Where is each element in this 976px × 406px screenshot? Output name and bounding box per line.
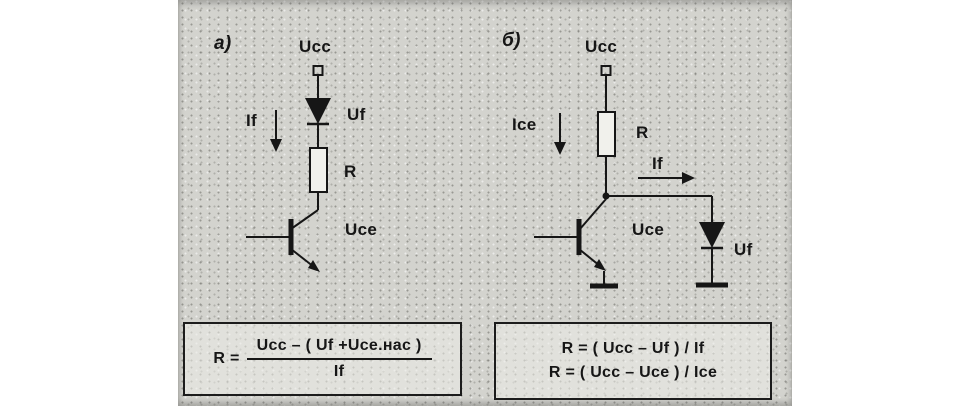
- diode-current-arrow-icon: [682, 172, 695, 184]
- formula-a-denominator: If: [333, 363, 345, 380]
- circuit-a-transistor-label: Uce: [345, 220, 378, 239]
- circuit-a-resistor-label: R: [344, 162, 357, 181]
- circuit-b-graphics: [534, 65, 728, 289]
- formula-a-numerator: Ucc – ( Uf +Uce.нас ): [246, 337, 432, 360]
- formula-b-line2: R = ( Ucc – Uce ) / Ice: [548, 364, 718, 381]
- formula-a-fraction: Ucc – ( Uf +Uce.нас ) If: [246, 337, 432, 381]
- circuit-a-label: a): [214, 33, 232, 54]
- formula-b-line1: R = ( Ucc – Uf ) / If: [561, 340, 705, 357]
- circuit-b-supply-label: Ucc: [585, 37, 618, 56]
- circuit-b-label: б): [502, 30, 521, 51]
- emitter-arrow-icon: [308, 260, 320, 272]
- formula-box-a: R = Ucc – ( Uf +Uce.нас ) If: [183, 322, 462, 396]
- transistor-collector: [579, 198, 607, 230]
- current-arrow-icon: [554, 142, 566, 155]
- diode-icon: [699, 222, 725, 248]
- circuit-b-diode-label: Uf: [734, 240, 753, 259]
- resistor-icon: [597, 111, 616, 157]
- supply-terminal-icon: [312, 65, 324, 76]
- transistor-emitter: [290, 248, 315, 268]
- circuit-a-supply-label: Ucc: [299, 37, 332, 56]
- supply-terminal-icon: [600, 65, 612, 76]
- circuit-b-diode-current-label: If: [652, 154, 663, 173]
- formula-a-prefix: R =: [213, 350, 240, 367]
- circuit-b-transistor-label: Uce: [632, 220, 665, 239]
- resistor-icon: [309, 147, 328, 193]
- emitter-arrow-icon: [594, 259, 606, 271]
- circuit-a-current-label: If: [246, 111, 257, 130]
- circuit-b-current-label: Ice: [512, 115, 537, 134]
- circuit-b-resistor-label: R: [636, 123, 649, 142]
- circuit-a-diode-label: Uf: [347, 105, 366, 124]
- transistor-collector: [290, 209, 319, 230]
- diode-icon: [305, 98, 331, 124]
- formula-box-b: R = ( Ucc – Uf ) / If R = ( Ucc – Uce ) …: [494, 322, 772, 400]
- formula-a: R = Ucc – ( Uf +Uce.нас ) If: [213, 337, 432, 381]
- current-arrow-icon: [270, 139, 282, 152]
- circuit-a-graphics: [246, 65, 331, 272]
